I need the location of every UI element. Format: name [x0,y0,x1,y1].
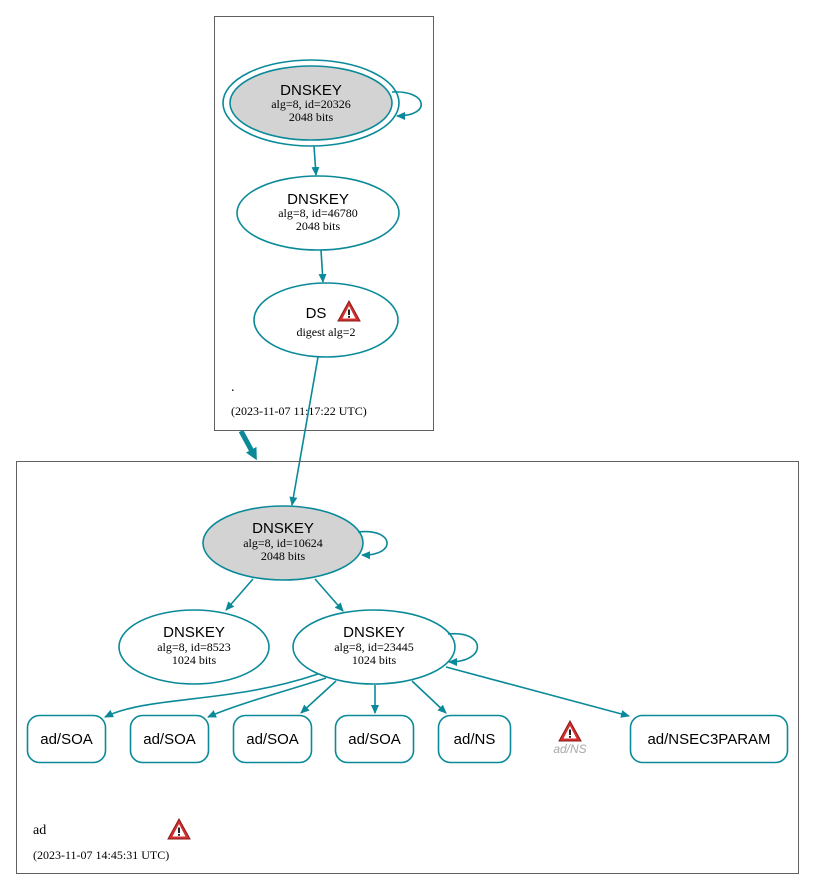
root-ds-detail: digest alg=2 [296,325,355,339]
zsk2-to-nsec3param-edge [445,666,630,718]
ad-ksk-to-zsk1-edge [225,578,254,611]
root-ksk-to-zsk-edge [311,145,320,176]
root-ds-node[interactable]: DS digest alg=2 [253,282,399,358]
ad-ksk-title: DNSKEY [252,520,314,537]
ad-ksk-bits: 2048 bits [261,549,306,563]
zsk2-to-soa1-edge [104,673,319,718]
record-label: ad/NSEC3PARAM [647,731,770,748]
ad-zsk1-detail: alg=8, id=8523 [157,640,231,654]
record-nsec3param[interactable]: ad/NSEC3PARAM [629,714,789,764]
ad-zsk2-title: DNSKEY [343,624,405,641]
root-ksk-node[interactable]: DNSKEY alg=8, id=20326 2048 bits [222,59,400,147]
ad-zone-timestamp: (2023-11-07 14:45:31 UTC) [33,848,169,862]
root-zsk-node[interactable]: DNSKEY alg=8, id=46780 2048 bits [236,175,400,251]
ad-ksk-self-edge [357,530,388,560]
ad-zsk1-bits: 1024 bits [172,653,217,667]
record-soa-3[interactable]: ad/SOA [232,714,313,764]
root-zsk-to-ds-edge [318,249,327,283]
record-label: ad/SOA [143,731,196,748]
root-ksk-bits: 2048 bits [289,110,334,124]
zsk2-to-soa3-edge [300,680,337,714]
ad-zone-cluster: DNSKEY alg=8, id=10624 2048 bits DNSKEY … [16,461,799,874]
record-faded-label: ad/NS [553,742,586,756]
record-ns-faded[interactable]: ad/NS [553,720,587,756]
record-label: ad/SOA [348,731,401,748]
root-zone-cluster: DNSKEY alg=8, id=20326 2048 bits DNSKEY … [214,16,434,431]
warning-triangle-icon [558,720,582,742]
ad-zsk1-title: DNSKEY [163,624,225,641]
root-ksk-detail: alg=8, id=20326 [271,97,351,111]
record-label: ad/SOA [40,731,93,748]
ad-ksk-to-zsk2-edge [314,578,344,612]
root-ksk-self-edge [391,91,422,120]
record-label: ad/NS [454,731,496,748]
ds-to-ad-ksk-edge [289,356,319,506]
ad-zone-box [16,461,799,874]
root-ds-title: DS [306,305,327,322]
delegation-edge [238,429,257,461]
root-zsk-bits: 2048 bits [296,219,341,233]
ad-ksk-node[interactable]: DNSKEY alg=8, id=10624 2048 bits [202,505,364,581]
ad-zsk2-self-edge [447,632,479,666]
ad-zsk-23445-node[interactable]: DNSKEY alg=8, id=23445 1024 bits [292,609,456,685]
root-zsk-detail: alg=8, id=46780 [278,206,358,220]
ad-zsk2-bits: 1024 bits [352,653,397,667]
record-ns[interactable]: ad/NS [437,714,512,764]
zsk2-to-ns-edge [411,680,447,714]
root-zone-name: . [231,380,235,395]
root-ksk-title: DNSKEY [280,82,342,99]
ad-zsk-8523-node[interactable]: DNSKEY alg=8, id=8523 1024 bits [118,609,270,685]
zsk2-to-soa2-edge [207,677,327,718]
record-soa-4[interactable]: ad/SOA [334,714,415,764]
ad-zsk2-detail: alg=8, id=23445 [334,640,414,654]
root-zone-box [214,16,434,431]
ad-zone-name: ad [33,823,46,838]
record-label: ad/SOA [246,731,299,748]
ad-ksk-detail: alg=8, id=10624 [243,536,323,550]
warning-triangle-icon [167,818,191,840]
record-soa-1[interactable]: ad/SOA [26,714,107,764]
record-soa-2[interactable]: ad/SOA [129,714,210,764]
root-zone-timestamp: (2023-11-07 11:17:22 UTC) [231,404,367,418]
root-zsk-title: DNSKEY [287,191,349,208]
